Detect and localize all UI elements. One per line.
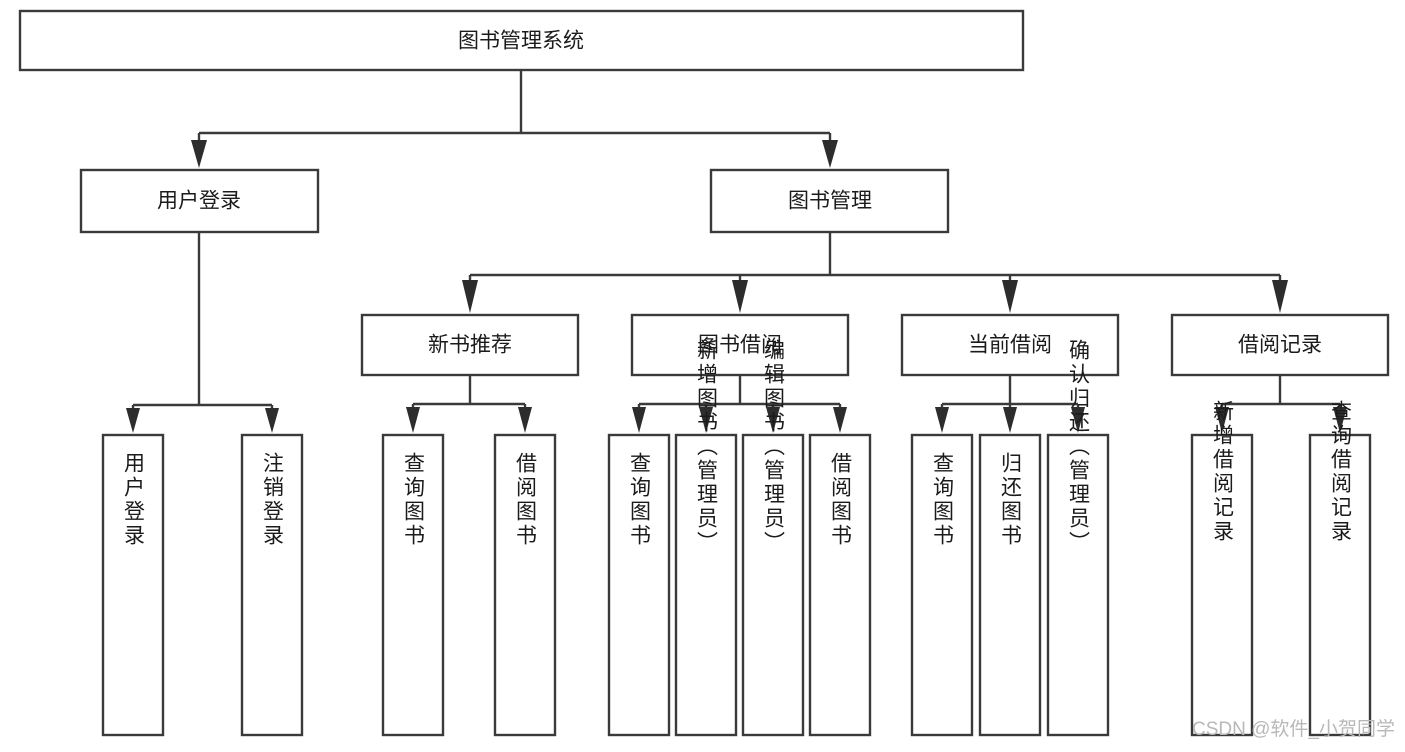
node-leaf-return-book-box[interactable]: [978, 433, 1042, 737]
edge-group-new-book-recommend: [406, 375, 532, 433]
node-leaf-confirm-return-label: 确认归还（管理员）: [1067, 339, 1091, 555]
edge-group-book-borrow: [632, 375, 847, 433]
node-user-login[interactable]: 用户登录: [79, 168, 320, 234]
node-leaf-confirm-return-box[interactable]: [1046, 433, 1110, 737]
node-root-box[interactable]: [18, 9, 1025, 72]
node-current-borrow[interactable]: 当前借阅: [900, 313, 1120, 377]
node-leaf-query-book-2-label: 查询图书: [628, 452, 652, 548]
node-leaf-return-book[interactable]: 归还图书: [978, 433, 1042, 737]
node-leaf-query-record[interactable]: 查询借阅记录: [1308, 400, 1372, 737]
node-book-manage-label: 图书管理: [788, 190, 872, 213]
arrow-head-leaf-logout: [265, 408, 279, 433]
node-leaf-user-login-box[interactable]: [101, 433, 165, 737]
node-leaf-query-record-label: 查询借阅记录: [1329, 400, 1353, 544]
node-new-book-recommend[interactable]: 新书推荐: [360, 313, 580, 377]
edge-group-user-login: [126, 232, 279, 433]
arrow-head-leaf-add-record: [1215, 407, 1229, 433]
node-leaf-borrow-book-1[interactable]: 借阅图书: [493, 433, 557, 737]
node-leaf-add-record[interactable]: 新增借阅记录: [1190, 400, 1254, 737]
node-book-manage-box[interactable]: [709, 168, 950, 234]
arrow-head-current-borrow: [1002, 280, 1018, 313]
arrow-head-leaf-user-login: [126, 408, 140, 433]
node-leaf-query-book-2[interactable]: 查询图书: [607, 433, 671, 737]
arrow-head-leaf-query-book-2: [632, 407, 646, 433]
arrow-head-borrow-record: [1272, 280, 1288, 313]
node-root[interactable]: 图书管理系统: [18, 9, 1025, 72]
node-leaf-query-book-3-box[interactable]: [910, 433, 974, 737]
node-book-borrow-label: 图书借阅: [698, 334, 782, 357]
arrow-head-leaf-query-book-3: [935, 407, 949, 433]
node-leaf-user-login-label: 用户登录: [122, 452, 146, 548]
node-leaf-query-book-1[interactable]: 查询图书: [381, 433, 445, 737]
node-book-manage[interactable]: 图书管理: [709, 168, 950, 234]
arrow-head-new-book-recommend: [462, 280, 478, 313]
arrow-head-leaf-query-book-1: [406, 407, 420, 433]
arrow-head-book-borrow: [732, 280, 748, 313]
arrow-head-user-login: [191, 140, 207, 168]
edge-group-root: [191, 70, 838, 168]
node-current-borrow-box[interactable]: [900, 313, 1120, 377]
arrow-head-leaf-return-book: [1003, 407, 1017, 433]
node-borrow-record-box[interactable]: [1170, 313, 1390, 377]
node-borrow-record[interactable]: 借阅记录: [1170, 313, 1390, 377]
node-leaf-borrow-book-2[interactable]: 借阅图书: [808, 433, 872, 737]
node-leaf-query-book-2-box[interactable]: [607, 433, 671, 737]
node-leaf-confirm-return[interactable]: 确认归还（管理员）: [1046, 339, 1110, 737]
node-leaf-query-book-3-label: 查询图书: [931, 452, 955, 548]
node-leaf-query-record-box[interactable]: [1308, 433, 1372, 737]
arrow-head-book-manage: [822, 140, 838, 168]
node-leaf-edit-book-label: 编辑图书（管理员）: [762, 339, 786, 555]
node-book-borrow[interactable]: 图书借阅: [630, 313, 850, 377]
node-leaf-add-book[interactable]: 新增图书（管理员）: [674, 339, 738, 737]
node-leaf-query-book-3[interactable]: 查询图书: [910, 433, 974, 737]
node-leaf-return-book-label: 归还图书: [999, 452, 1023, 548]
arrow-head-leaf-query-record: [1333, 407, 1347, 433]
node-leaf-user-login[interactable]: 用户登录: [101, 433, 165, 737]
node-leaf-logout[interactable]: 注销登录: [240, 433, 304, 737]
arrow-head-leaf-borrow-book-1: [518, 407, 532, 433]
node-leaf-add-book-label: 新增图书（管理员）: [695, 339, 719, 555]
node-leaf-add-record-label: 新增借阅记录: [1211, 400, 1235, 544]
node-current-borrow-label: 当前借阅: [968, 334, 1052, 357]
node-user-login-box[interactable]: [79, 168, 320, 234]
node-leaf-add-record-box[interactable]: [1190, 433, 1254, 737]
node-leaf-logout-box[interactable]: [240, 433, 304, 737]
node-leaf-edit-book[interactable]: 编辑图书（管理员）: [741, 339, 805, 737]
node-leaf-add-book-box[interactable]: [674, 433, 738, 737]
node-leaf-edit-book-box[interactable]: [741, 433, 805, 737]
node-new-book-recommend-box[interactable]: [360, 313, 580, 377]
node-leaf-query-book-1-box[interactable]: [381, 433, 445, 737]
node-leaf-borrow-book-1-box[interactable]: [493, 433, 557, 737]
node-leaf-query-book-1-label: 查询图书: [402, 452, 426, 548]
node-book-borrow-box[interactable]: [630, 313, 850, 377]
node-new-book-recommend-label: 新书推荐: [428, 334, 512, 357]
edge-group-book-manage: [462, 232, 1288, 313]
arrow-head-leaf-add-book: [699, 407, 713, 433]
arrow-head-leaf-confirm-return: [1071, 407, 1085, 433]
arrow-head-leaf-edit-book: [766, 407, 780, 433]
node-leaf-logout-label: 注销登录: [261, 452, 285, 548]
arrow-head-leaf-borrow-book-2: [833, 407, 847, 433]
node-leaf-borrow-book-2-box[interactable]: [808, 433, 872, 737]
node-root-label: 图书管理系统: [458, 30, 584, 53]
edge-group-borrow-record: [1215, 375, 1347, 433]
node-user-login-label: 用户登录: [157, 190, 241, 213]
edge-group-current-borrow: [935, 375, 1085, 433]
node-borrow-record-label: 借阅记录: [1238, 334, 1322, 357]
node-leaf-borrow-book-1-label: 借阅图书: [514, 452, 538, 548]
node-leaf-borrow-book-2-label: 借阅图书: [829, 452, 853, 548]
